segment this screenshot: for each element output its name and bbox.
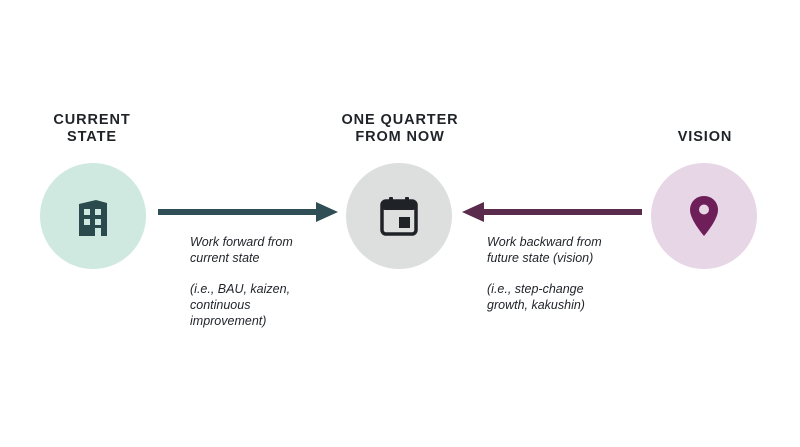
vision-heading: VISION [677, 129, 733, 145]
quarter-circle [346, 163, 452, 269]
current-state-circle [40, 163, 146, 269]
forward-arrow [158, 202, 338, 222]
calendar-icon [380, 197, 418, 236]
forward-arrow-label: Work forward from current state [190, 235, 293, 265]
backward-arrow [462, 202, 642, 222]
backward-arrow-examples: (i.e., step-change growth, kakushin) [487, 282, 585, 312]
backward-arrow-label: Work backward from future state (vision) [487, 235, 602, 265]
quarter-heading: ONE QUARTER FROM NOW [341, 112, 459, 145]
building-icon [79, 200, 107, 236]
vision-circle [651, 163, 757, 269]
current-state-heading: CURRENT STATE [53, 112, 131, 145]
location-pin-icon [690, 196, 718, 236]
forward-arrow-examples: (i.e., BAU, kaizen, continuous improveme… [190, 282, 291, 328]
